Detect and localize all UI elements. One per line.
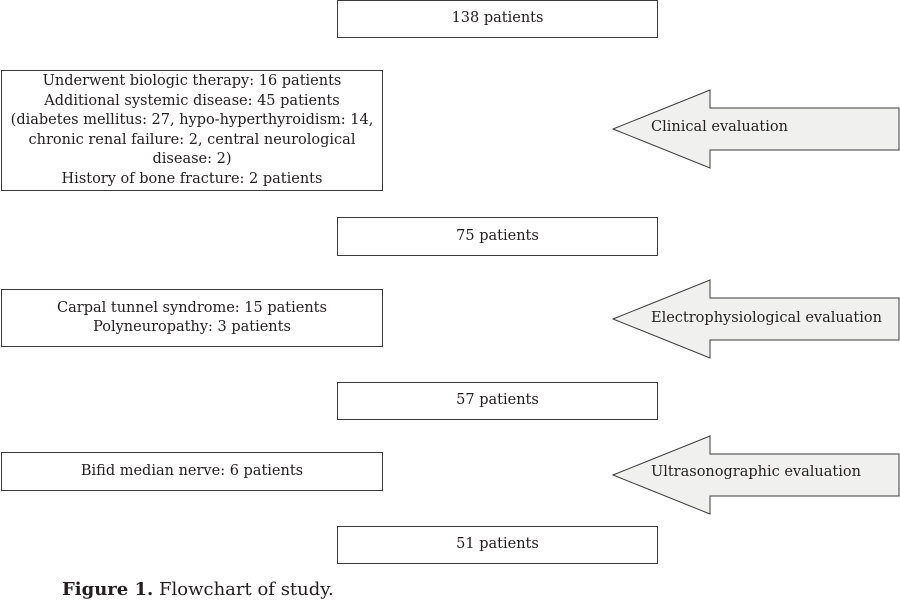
exclusion-box-ultrasonographic: Bifid median nerve: 6 patients [1,452,383,491]
exclusion-box-clinical: Underwent biologic therapy: 16 patients … [1,70,383,191]
exclusion-line: Bifid median nerve: 6 patients [80,462,304,479]
figure-label: Figure 1. [62,579,154,600]
exclusion-line: (diabetes mellitus: 27, hypo-hyperthyroi… [10,112,374,128]
exclusion-line: Polyneuropathy: 3 patients [93,319,291,335]
exclusion-box-electrophysiological: Carpal tunnel syndrome: 15 patients Poly… [1,289,383,347]
evaluation-label: Electrophysiological evaluation [651,310,882,326]
evaluation-arrow-ultrasonographic: Ultrasonographic evaluation [611,435,900,515]
evaluation-arrow-clinical: Clinical evaluation [611,89,900,169]
patient-count-box-1: 138 patients [337,0,658,38]
exclusion-line: Carpal tunnel syndrome: 15 patients [57,299,327,316]
figure-caption: Figure 1. Flowchart of study. [62,579,334,600]
patient-count-box-3: 57 patients [337,382,658,420]
left-arrow-icon [611,279,900,359]
exclusion-line: chronic renal failure: 2, central neurol… [28,131,356,168]
left-arrow-icon [611,89,900,169]
patient-count-label: 75 patients [456,227,539,244]
patient-count-box-4: 51 patients [337,526,658,564]
patient-count-label: 51 patients [456,536,539,553]
evaluation-label: Ultrasonographic evaluation [651,464,861,480]
evaluation-arrow-electrophysiological: Electrophysiological evaluation [611,279,900,359]
patient-count-label: 57 patients [456,392,539,409]
exclusion-line: Underwent biologic therapy: 16 patients [42,73,342,89]
patient-count-box-2: 75 patients [337,217,658,256]
evaluation-label: Clinical evaluation [651,119,788,135]
exclusion-line: History of bone fracture: 2 patients [61,170,323,187]
exclusion-line: Additional systemic disease: 45 patients [44,92,340,109]
left-arrow-icon [611,435,900,515]
patient-count-label: 138 patients [451,10,544,27]
figure-caption-text: Flowchart of study. [153,579,334,600]
